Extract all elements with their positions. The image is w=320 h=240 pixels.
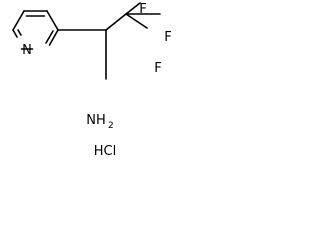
bond-ring-upper-left xyxy=(12,10,25,31)
fluorine-1-label: F xyxy=(139,2,146,17)
bond-ch-to-cf3 xyxy=(105,13,127,31)
ring-nitrogen-label: N xyxy=(22,43,32,58)
bond-ring-lower-left xyxy=(12,29,18,38)
amine-subscript: 2 xyxy=(108,121,114,131)
side-chain xyxy=(57,2,161,80)
fluorine-2-label: F xyxy=(164,30,171,45)
hcl-salt-label: HCl xyxy=(94,144,116,159)
bond-ring-lower-right xyxy=(48,29,59,46)
pyridine-ring xyxy=(12,10,59,50)
fluorine-3-label: F xyxy=(154,61,161,76)
bond-cf3-to-f1 xyxy=(125,2,141,15)
double-bond-left-inner xyxy=(17,29,22,36)
double-bond-right-inner xyxy=(45,30,54,44)
chemical-structure: N F F F NH 2 HCl xyxy=(12,2,172,159)
amine-label: NH xyxy=(86,113,106,128)
bond-ring-upper-right xyxy=(46,10,59,31)
bond-cf3-to-f3 xyxy=(125,13,148,29)
